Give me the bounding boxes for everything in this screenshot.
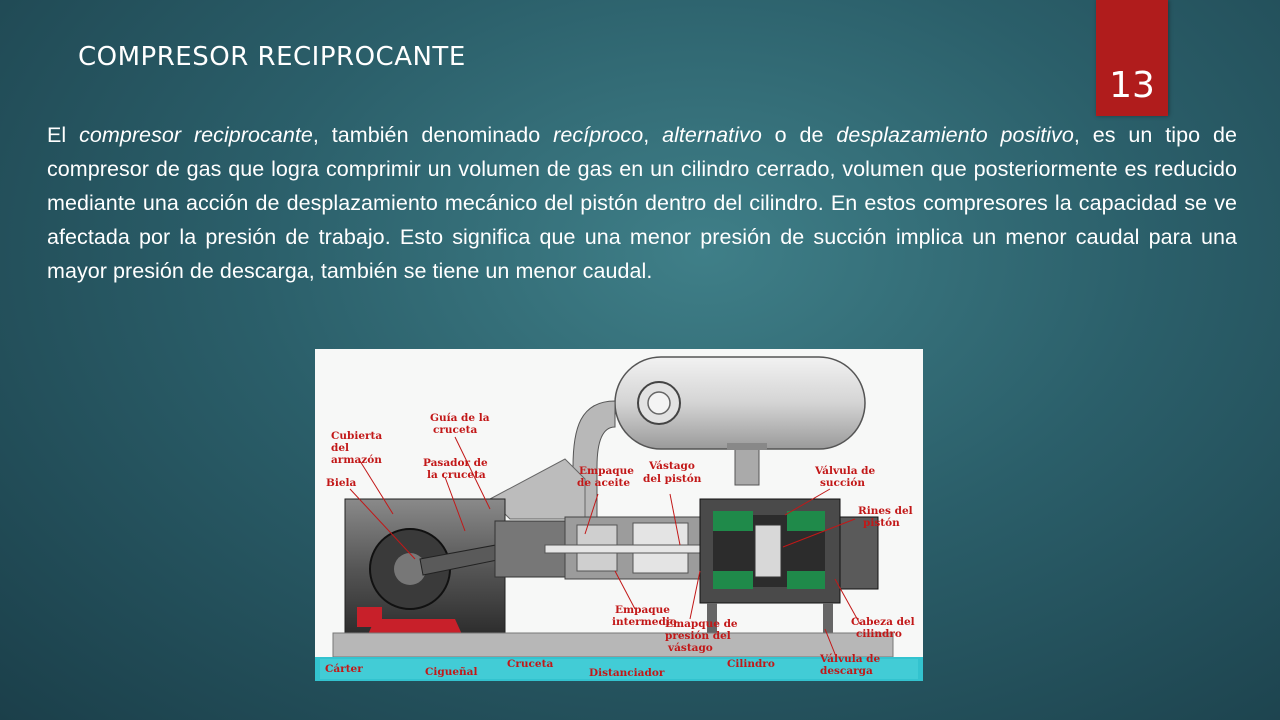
label-valvula-descarga-2: descarga xyxy=(820,665,873,677)
label-valvula-succion-2: succión xyxy=(820,477,865,489)
compressor-diagram: Guía de la cruceta Cubierta del armazón … xyxy=(315,349,923,681)
label-empaque-intermedio-1: Empaque xyxy=(615,604,670,616)
label-cilindro: Cilindro xyxy=(727,658,775,670)
label-cubierta-3: armazón xyxy=(331,454,382,466)
label-distanciador: Distanciador xyxy=(589,667,665,679)
label-rines-2: pistón xyxy=(863,517,900,529)
label-cabeza-1: Cabeza del xyxy=(851,616,915,628)
label-valvula-descarga-1: Válvula de xyxy=(819,653,880,665)
label-pasador-1: Pasador de xyxy=(423,457,488,469)
label-guia-cruceta-2: cruceta xyxy=(433,424,477,436)
label-empaque-aceite-1: Empaque xyxy=(579,465,634,477)
cylinder xyxy=(699,498,879,635)
label-cubierta-2: del xyxy=(331,442,349,454)
slide-title: COMPRESOR RECIPROCANTE xyxy=(78,42,466,72)
label-valvula-succion-1: Válvula de xyxy=(814,465,875,477)
label-cabeza-2: cilindro xyxy=(856,628,902,640)
page-number: 13 xyxy=(1109,65,1155,106)
label-vastago-2: del pistón xyxy=(643,473,702,485)
body-paragraph: El compresor reciprocante, también denom… xyxy=(47,123,1237,283)
guide-support xyxy=(489,458,586,520)
label-vastago-1: Vástago xyxy=(648,460,695,472)
label-carter: Cárter xyxy=(325,663,363,675)
label-cubierta-1: Cubierta xyxy=(331,430,382,442)
label-cruceta: Cruceta xyxy=(507,658,553,670)
leader-lines xyxy=(349,436,861,655)
label-rines-1: Rines del xyxy=(858,505,913,517)
label-empaque-presion-3: vástago xyxy=(667,642,713,654)
label-guia-cruceta-1: Guía de la xyxy=(430,412,490,424)
label-empaque-intermedio-2: intermedio xyxy=(612,616,677,628)
label-pasador-2: la cruceta xyxy=(427,469,486,481)
receiver-tank xyxy=(614,356,866,486)
label-biela: Biela xyxy=(326,477,357,489)
label-empaque-presion-2: presión del xyxy=(665,630,731,642)
diagram-labels: Guía de la cruceta Cubierta del armazón … xyxy=(325,412,915,679)
compressor-illustration: Guía de la cruceta Cubierta del armazón … xyxy=(315,356,923,681)
label-empaque-aceite-2: de aceite xyxy=(577,477,630,489)
label-cigueñal: Cigueñal xyxy=(425,666,477,678)
page-number-badge: 13 xyxy=(1096,0,1168,116)
label-empaque-presion-1: Emapque de xyxy=(665,618,738,630)
